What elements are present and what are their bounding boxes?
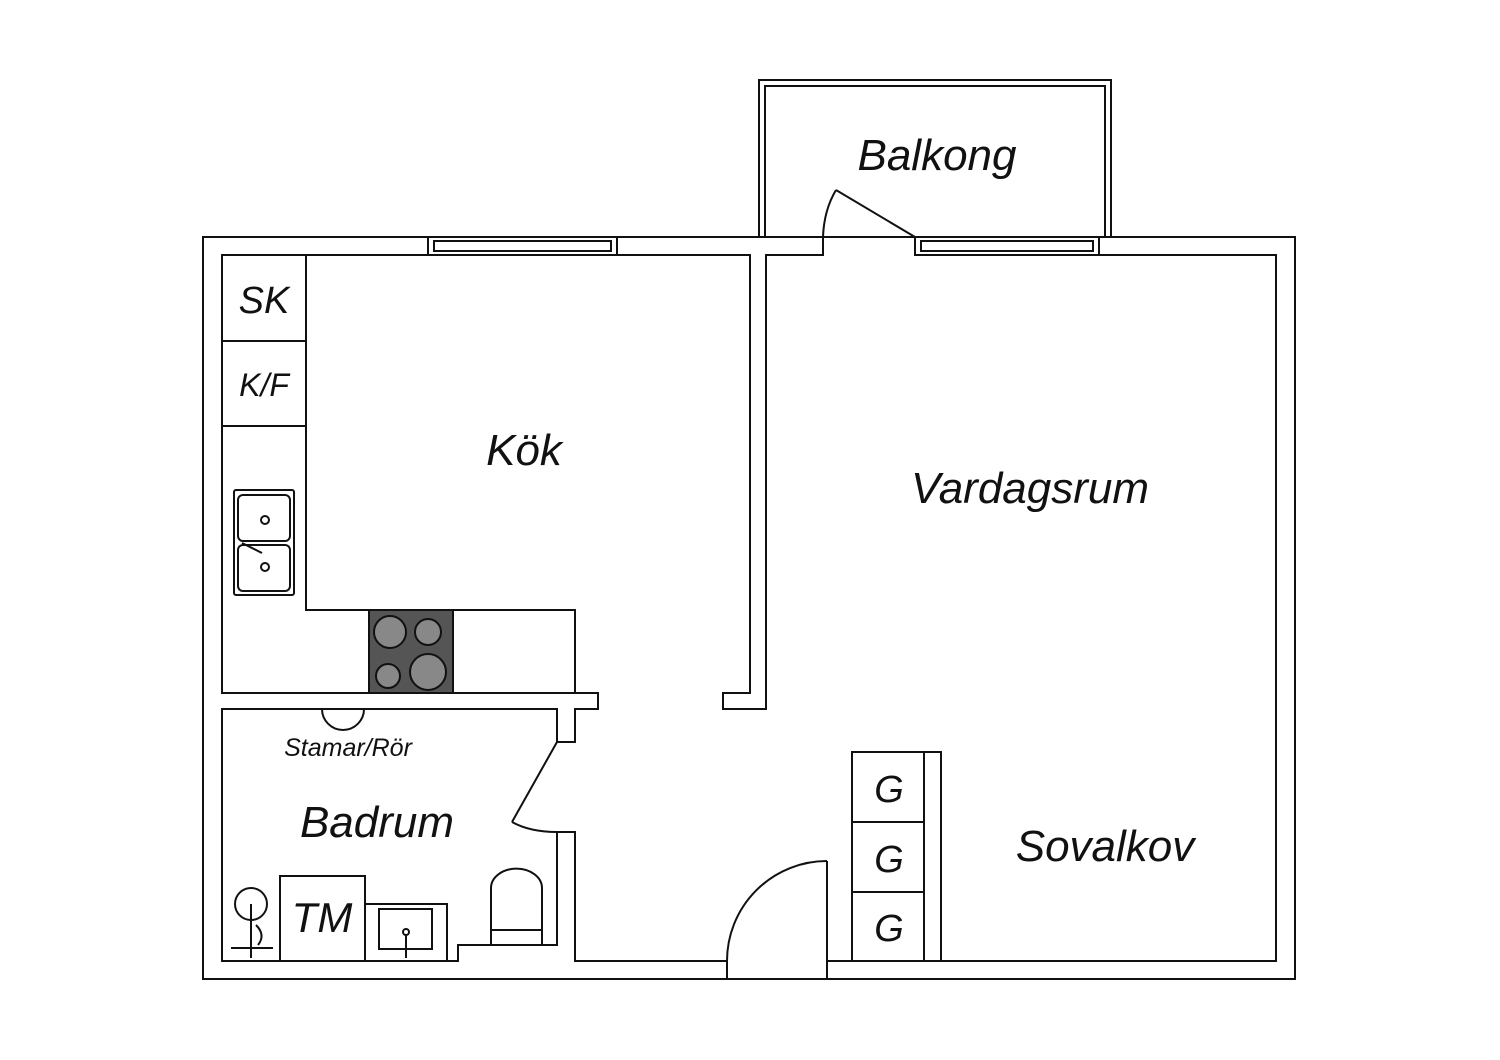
wardrobes <box>851 751 942 962</box>
bathroom-sink <box>364 903 448 962</box>
room-label-balcony: Balkong <box>857 131 1017 180</box>
balcony <box>758 79 1112 238</box>
wardrobe-label: G <box>874 839 904 881</box>
toilet <box>490 867 543 946</box>
window-kitchen <box>427 236 618 256</box>
washing-machine-label: TM <box>292 894 353 941</box>
wardrobe-label: G <box>874 769 904 811</box>
window-living-room <box>914 236 1100 256</box>
stove <box>368 609 454 694</box>
pipes-label: Stamar/Rör <box>284 734 413 762</box>
wardrobe-label: G <box>874 908 904 950</box>
room-label-living-room: Vardagsrum <box>911 464 1149 513</box>
kitchen-sink <box>233 489 295 596</box>
bathroom-door <box>511 741 558 833</box>
fridge-freezer <box>221 340 307 427</box>
cabinet-label: SK <box>239 280 291 322</box>
room-label-bathroom: Badrum <box>300 798 454 847</box>
entrance-door <box>726 860 828 979</box>
balcony-door <box>822 189 916 238</box>
fridge-freezer-label: K/F <box>239 367 291 403</box>
cabinet-sk <box>221 254 307 342</box>
shower <box>231 887 273 958</box>
room-label-kitchen: Kök <box>486 426 564 475</box>
room-label-bedroom-alcove: Sovalkov <box>1016 822 1198 871</box>
pipes-shaft <box>321 708 365 731</box>
